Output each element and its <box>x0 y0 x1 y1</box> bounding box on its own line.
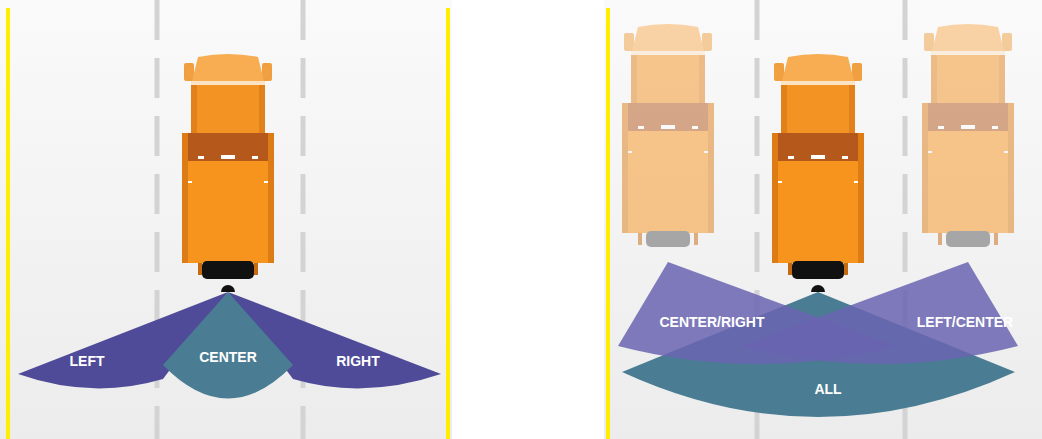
zone-label: ALL <box>814 382 841 397</box>
zone-shape <box>158 288 298 406</box>
zone-label: CENTER <box>199 350 257 365</box>
sensor-zone: LEFT/CENTER <box>736 258 1024 370</box>
zone-label: CENTER/RIGHT <box>660 315 765 330</box>
zone-label: RIGHT <box>336 354 380 369</box>
zone-fill <box>740 262 1018 364</box>
zone-label: LEFT <box>70 354 105 369</box>
zone-fill <box>163 292 293 399</box>
sensor-zone: CENTER <box>158 288 298 406</box>
zone-fill <box>622 292 1015 417</box>
zone-shape <box>736 258 1024 370</box>
zone-fill <box>228 292 441 388</box>
zone-label: LEFT/CENTER <box>917 315 1013 330</box>
